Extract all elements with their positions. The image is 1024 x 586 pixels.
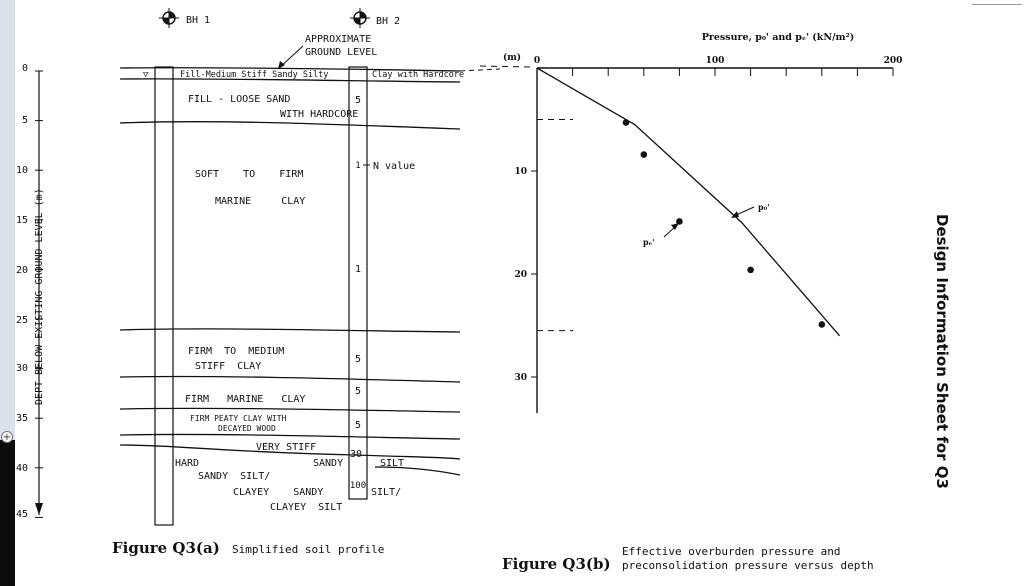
layer-5-line-1: FIRM PEATY CLAY WITH [190,414,287,423]
n-value: 30 [350,449,362,460]
chart-title: Pressure, p₀' and pₑ' (kN/m²) [702,32,855,43]
depth-reference-dashes [479,65,573,332]
figure-b-description-2: preconsolidation pressure versus depth [622,559,874,572]
top-layer-right-label: Clay with Hardcore [372,70,464,80]
layer-5-line-2: DECAYED WOOD [218,424,276,433]
chart-ticks [531,68,894,378]
bh1-label: BH 1 [186,15,210,26]
layer-3-line-1: FIRM TO MEDIUM [188,346,284,357]
layer-1-line-1: FILL - LOOSE SAND [188,94,290,105]
n-value: 1 [355,161,360,171]
x-tick-labels: 0 100 200 [534,56,903,66]
layer-6-silt-slash: SILT/ [371,487,401,498]
n-value-label: N value [373,161,415,172]
y-tick-label: 20 [514,270,527,280]
bh1-column [154,66,174,526]
layer-6-very-stiff: VERY STIFF [256,442,316,453]
depth-axis-label: DEPT BELOW EXISTING GROUND LEVEL (m) [34,188,45,405]
data-point [676,218,683,225]
y-tick-label: 30 [514,373,527,383]
layer-boundaries [119,67,461,476]
x-tick-label: 200 [884,56,903,66]
depth-tick-20: 20 [16,265,28,276]
points-label: pₑ' [643,237,655,247]
ground-level-extension [459,68,501,72]
n-value: 5 [355,386,361,397]
figure-b-label: Figure Q3(b) [502,555,611,573]
depth-tick-40: 40 [16,463,28,474]
depth-tick-25: 25 [16,315,28,326]
water-table-symbol: ▽ [143,70,149,80]
layer-6-silt: SILT [380,458,404,469]
line-label: p₀' [758,202,770,212]
layer-6-clayey-sandy: CLAYEY SANDY [233,487,323,498]
layer-6-sandy-silt: SANDY SILT/ [198,471,270,482]
depth-tick-marks [35,70,43,518]
data-point [747,266,754,274]
figure-a-label: Figure Q3(a) [112,539,220,557]
data-point [622,119,630,126]
divider [972,4,1022,5]
ground-level-dash [479,65,532,68]
n-value: 1 [355,264,361,275]
data-point [640,151,648,158]
bh2-label: BH 2 [376,16,400,27]
y-unit-label: (m) [503,52,521,63]
depth-tick-0: 0 [22,63,28,74]
n-value: 5 [355,354,361,365]
ground-level-label-2: GROUND LEVEL [305,47,377,58]
depth-tick-35: 35 [16,413,28,424]
bh1-marker [159,8,179,28]
layer-6-hard: HARD [175,458,199,469]
series-line-p0 [536,67,841,337]
n-value: 5 [355,420,361,431]
layer-1-line-2: WITH HARDCORE [280,109,358,120]
figure-b-description-1: Effective overburden pressure and [622,545,841,558]
depth-tick-30: 30 [16,363,28,374]
top-layer-label: Fill-Medium Stiff Sandy Silty [180,70,328,80]
pressure-depth-chart: Pressure, p₀' and pₑ' (kN/m²) (m) 0 100 20… [479,32,903,414]
side-title: Design Information Sheet for Q3 [933,214,951,489]
expand-button[interactable]: + [1,431,13,443]
layer-2-line-2: MARINE CLAY [215,196,305,207]
layer-3-line-2: STIFF CLAY [195,361,261,372]
ground-level-label-1: APPROXIMATE [305,34,371,45]
series-points-pc [622,119,826,328]
n-value: 100 [350,481,366,491]
layer-4-line-1: FIRM MARINE CLAY [185,394,305,405]
chart-axes [536,67,893,414]
x-tick-label: 0 [534,56,540,66]
layer-6-sandy: SANDY [313,458,343,469]
figure-a-description: Simplified soil profile [232,543,385,556]
window-side-strip-dark [0,440,15,586]
layer-2-line-1: SOFT TO FIRM [195,169,303,180]
depth-tick-5: 5 [22,115,28,126]
bh2-marker [350,8,370,28]
bh2-column [348,66,368,500]
depth-tick-15: 15 [16,215,28,226]
n-value: 5 [355,95,361,106]
y-tick-labels: 10 20 30 [514,167,527,383]
y-tick-label: 10 [514,167,527,177]
soil-profile-figure: BH 1 BH 2 APPROXIMATE GROUND LEVEL 0 5 1… [16,8,501,526]
depth-tick-10: 10 [16,165,28,176]
depth-tick-45: 45 [16,509,28,520]
data-point [818,321,826,328]
x-tick-label: 100 [706,56,725,66]
layer-6-clayey-silt: CLAYEY SILT [270,502,342,513]
